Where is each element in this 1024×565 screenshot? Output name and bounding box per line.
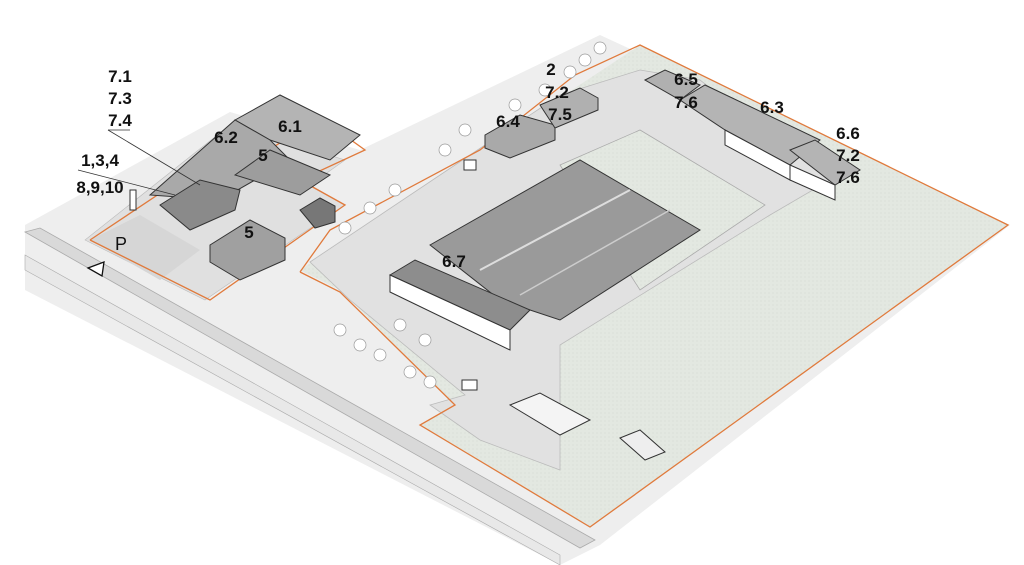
label-7-2-a: 7.2 <box>545 83 569 102</box>
label-6-4: 6.4 <box>496 112 520 131</box>
label-parking: P <box>115 234 127 254</box>
building-6-4 <box>484 114 556 159</box>
building-5-b <box>209 219 286 281</box>
label-6-6: 6.6 <box>836 124 860 143</box>
label-7-4: 7.4 <box>108 111 132 130</box>
label-7-6-a: 7.6 <box>674 93 698 112</box>
label-6-3: 6.3 <box>760 98 784 117</box>
label-6-5: 6.5 <box>674 70 698 89</box>
main-hall <box>429 159 701 321</box>
north-arrow-triangle-icon <box>86 261 105 278</box>
building-2 <box>539 87 599 129</box>
road <box>23 227 596 549</box>
building-5-a <box>233 149 332 196</box>
tree-row <box>333 41 607 389</box>
site-boundary <box>299 44 1010 528</box>
main-hall-ridge <box>479 189 631 271</box>
south-shed <box>508 392 592 436</box>
building-6-6 <box>789 139 861 186</box>
label-6-2: 6.2 <box>214 128 238 147</box>
label-6-7: 6.7 <box>442 252 466 271</box>
farmhouse <box>159 179 241 231</box>
south-shelter <box>619 429 666 461</box>
building-6-6-wall <box>789 164 836 201</box>
leader-134 <box>77 169 176 196</box>
label-7-6-b: 7.6 <box>836 168 860 187</box>
small-hut-north <box>463 159 477 171</box>
small-hut <box>461 379 478 391</box>
silo <box>129 189 137 211</box>
road-edge <box>24 254 561 565</box>
shed <box>299 197 336 229</box>
parking-area <box>90 215 200 280</box>
label-8-9-10: 8,9,10 <box>76 178 123 197</box>
label-7-1: 7.1 <box>108 67 132 86</box>
label-7-3: 7.3 <box>108 89 132 108</box>
leader-7x <box>107 129 201 186</box>
building-6-7-wall <box>389 274 511 351</box>
main-hall-ridge-2 <box>519 209 671 296</box>
label-5-b: 5 <box>244 223 253 242</box>
label-2: 2 <box>546 60 555 79</box>
building-6-5 <box>643 69 701 101</box>
label-5-a: 5 <box>258 146 267 165</box>
label-7-5: 7.5 <box>548 105 572 124</box>
label-1-3-4: 1,3,4 <box>81 151 119 170</box>
label-6-1: 6.1 <box>278 117 302 136</box>
label-7-2-b: 7.2 <box>836 146 860 165</box>
